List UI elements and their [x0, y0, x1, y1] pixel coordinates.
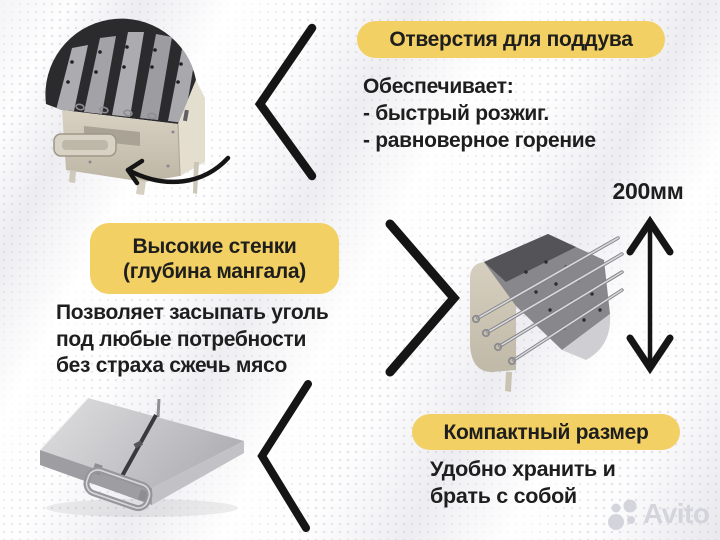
- feature-body-high-walls: Позволяет засыпать уголь под любые потре…: [56, 300, 329, 380]
- text-line: Обеспечивает:: [363, 75, 514, 98]
- text-line: брать с собой: [430, 483, 577, 508]
- text-line: - быстрый розжиг.: [363, 102, 549, 125]
- text-line: без страха сжечь мясо: [56, 354, 287, 377]
- chevron-left-top-icon: [254, 23, 317, 181]
- feature-body-compact-size: Удобно хранить и брать с собой: [430, 456, 616, 509]
- text-line: Позволяет засыпать уголь: [56, 301, 329, 324]
- chevron-left-bottom-icon: [257, 380, 312, 532]
- text-line: под любые потребности: [56, 327, 307, 351]
- feature-title-compact-size: Компактный размер: [412, 414, 680, 450]
- text-line: Удобно хранить и: [430, 457, 616, 481]
- avito-four-dots-icon: [608, 499, 637, 530]
- feature-title-text: (глубина мангала): [123, 259, 306, 283]
- grill-photo-depth: [470, 234, 624, 392]
- feature-title-text: Высокие стенки: [132, 234, 297, 258]
- grill-photo-assembled: [45, 18, 205, 195]
- height-arrow-icon: [626, 215, 674, 375]
- feature-title-text: Отверстия для поддува: [389, 28, 633, 51]
- feature-title-high-walls: Высокие стенки (глубина мангала): [90, 223, 339, 294]
- feature-title-text: Компактный размер: [443, 420, 649, 444]
- chevron-right-middle-icon: [385, 219, 460, 377]
- feature-body-air-holes: Обеспечивает: - быстрый розжиг. - равнов…: [363, 73, 596, 154]
- folded-grill-photo: [39, 397, 244, 517]
- avito-wordmark: Avito: [643, 498, 710, 529]
- rotate-arrow-icon: [125, 155, 231, 186]
- dimension-label: 200мм: [612, 178, 684, 204]
- feature-title-air-holes: Отверстия для поддува: [357, 21, 665, 58]
- avito-watermark: Avito: [606, 497, 710, 531]
- text-line: - равноверное горение: [363, 129, 596, 152]
